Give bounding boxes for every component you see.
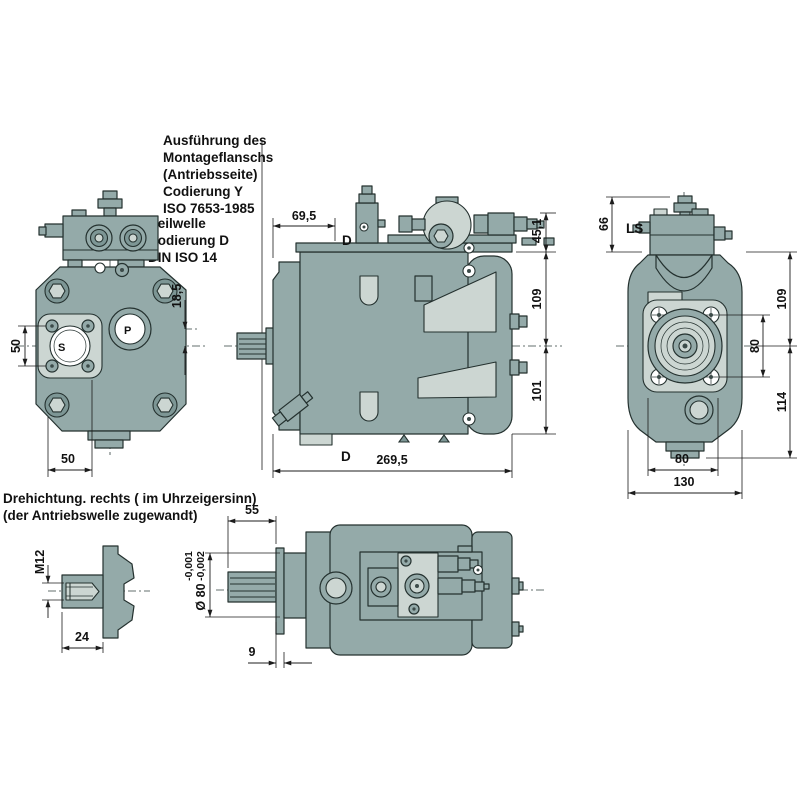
label-d-bottom: D — [341, 449, 351, 464]
bottom-foot — [299, 433, 333, 446]
dim-front-18-5: 18,5 — [170, 284, 184, 308]
dim-m12: M12 — [33, 550, 47, 574]
port-p-label: P — [124, 325, 131, 337]
housing-bolt — [44, 278, 70, 304]
note-flange-line: (Antriebsseite) — [163, 167, 258, 182]
side-view: 69,5 D 45,1 109 101 269,5 D — [224, 140, 562, 478]
drain-fitting — [271, 391, 314, 427]
front-housing — [35, 266, 187, 432]
dim-top-tol-lower: -0,002 — [195, 551, 207, 581]
dim-side-109: 109 — [530, 289, 544, 310]
dim-front-50-left: 50 — [9, 339, 23, 353]
front-top-fitting — [102, 190, 118, 200]
dim-front-50-bottom: 50 — [61, 452, 75, 466]
pilot-boss-top — [283, 552, 307, 619]
dim-top-dia80: Ø 80 — [194, 583, 208, 610]
dim-rear-130: 130 — [674, 475, 695, 489]
label-ls: LS — [626, 221, 643, 236]
dim-side-45-1: 45,1 — [530, 219, 544, 243]
housing-bolt — [152, 392, 178, 418]
label-d-top: D — [342, 233, 352, 248]
note-flange-line: Montageflanschs — [163, 150, 273, 165]
valve-fitting — [487, 212, 515, 236]
note-flange-line: Ausführung des — [163, 133, 267, 148]
note-spline-line: Codierung D — [148, 233, 229, 248]
solenoid-valve — [355, 202, 379, 244]
dim-side-101: 101 — [530, 381, 544, 402]
note-flange: Ausführung des Montageflanschs (Antriebs… — [163, 133, 273, 216]
note-rotation-line: Drehichtung. rechts ( im Uhrzeigersinn) — [3, 491, 257, 506]
note-flange-line: Codierung Y — [163, 184, 243, 199]
rear-view: 66 LS 109 80 114 80 130 — [597, 192, 797, 499]
adjustment-screw — [85, 224, 113, 252]
dim-side-269-5: 269,5 — [376, 453, 407, 467]
dim-rear-80-bolts: 80 — [748, 339, 762, 353]
dim-24: 24 — [75, 630, 89, 644]
port-s-label: S — [58, 342, 65, 354]
note-rotation: Drehichtung. rechts ( im Uhrzeigersinn) … — [3, 491, 257, 523]
dim-rear-66: 66 — [597, 217, 611, 231]
dim-top-9: 9 — [249, 645, 256, 659]
shaft-detail-view: M12 24 — [33, 545, 150, 653]
housing-side — [299, 251, 469, 435]
dim-top-55: 55 — [245, 503, 259, 517]
note-spline: Keilwelle Codierung D DIN ISO 14 — [148, 216, 229, 265]
dim-rear-114: 114 — [775, 392, 789, 412]
flange-plate-top — [275, 547, 285, 635]
shaft-flange-section — [102, 545, 135, 639]
housing-bolt — [44, 392, 70, 418]
note-spline-line: DIN ISO 14 — [148, 250, 218, 265]
note-spline-line: Keilwelle — [148, 216, 206, 231]
note-flange-line: ISO 7653-1985 — [163, 201, 255, 216]
adjustment-screw — [119, 224, 147, 252]
drive-shaft-side — [236, 332, 270, 360]
dim-rear-109: 109 — [775, 289, 789, 310]
front-view: S P 50 18,5 50 — [9, 190, 206, 477]
note-rotation-line: (der Antriebswelle zugewandt) — [3, 508, 198, 523]
dim-rear-80-bottom: 80 — [675, 452, 689, 466]
dim-side-69-5: 69,5 — [292, 209, 316, 223]
dim-top-tol-upper: -0,001 — [183, 551, 195, 581]
top-view: 55 Ø 80 -0,001 -0,002 9 — [183, 503, 545, 668]
